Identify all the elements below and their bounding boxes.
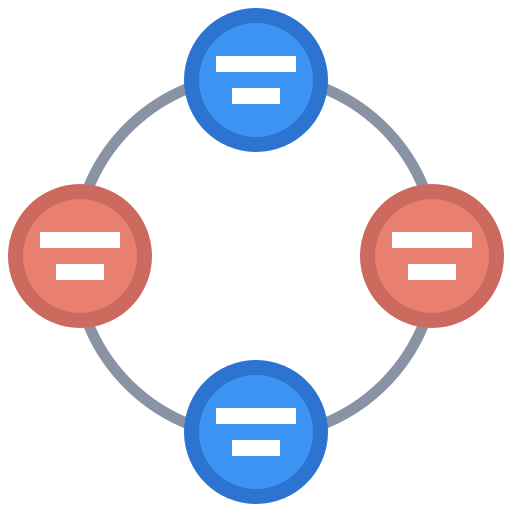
node-right-long-bar xyxy=(392,232,472,248)
blue-node-icon xyxy=(216,408,296,456)
node-bottom xyxy=(184,360,328,504)
node-top-long-bar xyxy=(216,56,296,72)
node-left xyxy=(8,184,152,328)
node-top-short-bar xyxy=(232,88,280,104)
nodes-layer xyxy=(8,8,504,504)
node-right-short-bar xyxy=(408,264,456,280)
node-left-long-bar xyxy=(40,232,120,248)
node-bottom-inner xyxy=(199,375,313,489)
node-right xyxy=(360,184,504,328)
node-left-short-bar xyxy=(56,264,104,280)
node-top xyxy=(184,8,328,152)
node-bottom-short-bar xyxy=(232,440,280,456)
node-right-inner xyxy=(375,199,489,313)
red-node-icon xyxy=(392,232,472,280)
blue-node-icon xyxy=(216,56,296,104)
red-node-icon xyxy=(40,232,120,280)
node-left-inner xyxy=(23,199,137,313)
node-bottom-long-bar xyxy=(216,408,296,424)
node-top-inner xyxy=(199,23,313,137)
